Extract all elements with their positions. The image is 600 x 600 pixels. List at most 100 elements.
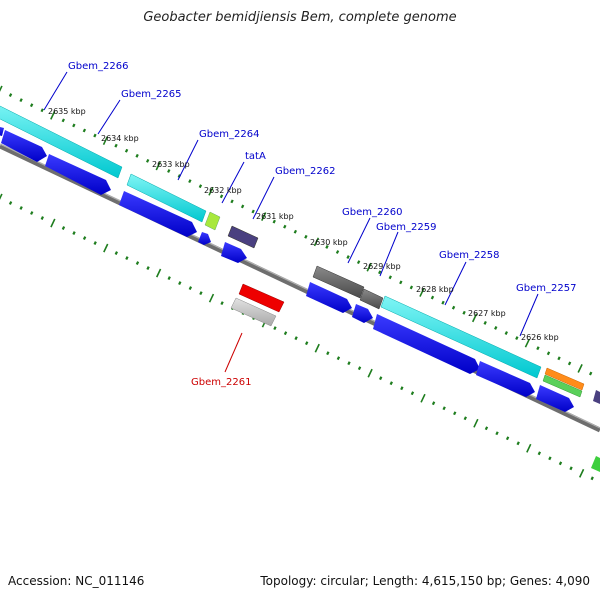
kbp-label: 2627 kbp: [468, 309, 506, 318]
gene-bar-gbem-2262[interactable]: [227, 225, 259, 249]
tick-mark: [167, 276, 171, 281]
tick-mark: [40, 216, 44, 220]
tick-mark: [483, 320, 487, 325]
feature-track: [0, 101, 600, 472]
tick-mark: [546, 351, 551, 356]
gene-label-gbem-2264[interactable]: Gbem_2264: [199, 129, 259, 140]
tick-mark: [29, 103, 34, 108]
tick-mark: [61, 226, 66, 230]
gene-label-gbem-2265[interactable]: Gbem_2265: [121, 89, 181, 100]
tick-mark: [198, 184, 203, 189]
kbp-label: 2633 kbp: [152, 160, 190, 169]
tick-mark: [536, 346, 540, 351]
gene-bar-gbem-2261-red[interactable]: [238, 283, 285, 313]
gene-label-gbem-2266[interactable]: Gbem_2266: [68, 61, 128, 72]
tick-mark: [261, 212, 267, 221]
tick-mark: [526, 443, 532, 453]
tick-mark: [453, 411, 457, 416]
gene-bar-gbem-2264[interactable]: [126, 173, 207, 223]
tick-mark: [557, 356, 561, 361]
tick-mark: [50, 110, 56, 120]
kbp-labels: 2635 kbp 2634 kbp 2633 kbp 2632 kbp 2631…: [48, 107, 559, 342]
tick-mark: [495, 431, 499, 436]
tick-mark: [346, 255, 350, 259]
gene-label-gbem-2262[interactable]: Gbem_2262: [275, 166, 335, 177]
cds-arrow-1[interactable]: [0, 126, 4, 136]
tick-mark: [451, 305, 456, 310]
tick-mark: [240, 204, 245, 209]
gene-bar-gbem-2258[interactable]: [380, 295, 542, 379]
tick-mark: [61, 118, 65, 123]
tick-mark: [82, 128, 87, 133]
tick-mark: [40, 108, 44, 113]
tick-mark: [220, 301, 224, 306]
tick-mark: [400, 386, 404, 391]
gene-bar-gbem-2261-gray[interactable]: [230, 297, 277, 327]
gene-label-gbem-2259[interactable]: Gbem_2259: [376, 222, 436, 233]
gene-bar-gbem-2257-green[interactable]: [542, 374, 583, 398]
kbp-label: 2630 kbp: [310, 238, 348, 247]
tick-mark: [366, 262, 372, 272]
accession-text: Accession: NC_011146: [8, 574, 145, 588]
tick-mark: [515, 336, 519, 341]
tick-mark: [524, 338, 531, 348]
tick-mark: [399, 280, 403, 285]
tick-mark: [177, 174, 181, 178]
tick-mark: [294, 336, 298, 341]
tick-mark: [420, 393, 426, 403]
tick-mark: [431, 401, 436, 406]
cds-arrow-11[interactable]: [536, 385, 574, 412]
tick-mark: [473, 418, 479, 428]
tick-mark: [577, 364, 583, 373]
gene-bar-gbem-2257-orange[interactable]: [544, 367, 585, 391]
tick-mark: [335, 250, 340, 254]
tick-mark: [114, 143, 118, 148]
gene-label-gbem-2257[interactable]: Gbem_2257: [516, 283, 576, 294]
tick-mark: [305, 341, 309, 346]
callout-gbem-2259: [379, 231, 399, 277]
gene-bar-gbem-2266[interactable]: [0, 101, 123, 179]
gene-label-gbem-2260[interactable]: Gbem_2260: [342, 207, 402, 218]
gene-bar-edge-purple[interactable]: [593, 390, 600, 404]
tick-mark: [471, 313, 478, 323]
cds-arrow-10[interactable]: [476, 361, 535, 397]
kbp-label: 2626 kbp: [521, 333, 559, 342]
gene-bar-tatA[interactable]: [204, 211, 221, 231]
cds-arrow-2[interactable]: [1, 130, 47, 162]
cds-arrow-4[interactable]: [119, 191, 197, 237]
kbp-label: 2632 kbp: [204, 186, 242, 195]
tick-mark: [548, 456, 552, 461]
tick-mark: [178, 281, 182, 286]
gene-label-gbem-2261[interactable]: Gbem_2261: [191, 377, 251, 388]
cds-arrow-6[interactable]: [221, 242, 247, 263]
cds-arrow-7[interactable]: [306, 282, 352, 313]
tick-mark: [410, 391, 415, 396]
tick-mark: [442, 406, 446, 411]
cds-arrow-9[interactable]: [373, 314, 480, 374]
tick-mark: [419, 288, 425, 297]
cds-arrow-8[interactable]: [352, 304, 373, 323]
gene-bar-gbem-2259[interactable]: [359, 288, 384, 310]
cds-arrow-3[interactable]: [45, 154, 111, 195]
tick-mark: [155, 161, 161, 171]
kbp-label: 2629 kbp: [363, 262, 401, 271]
tick-mark: [356, 260, 361, 265]
gene-bar-gbem-2260[interactable]: [312, 265, 365, 299]
tick-mark: [230, 199, 234, 204]
tick-mark: [516, 441, 520, 446]
tick-mark: [313, 237, 320, 247]
gene-bar-edge-green[interactable]: [591, 456, 600, 472]
callout-gbem-2258: [444, 261, 467, 306]
tick-mark: [102, 136, 109, 146]
tick-mark: [578, 468, 585, 478]
gene-label-gbem-2258[interactable]: Gbem_2258: [439, 250, 499, 261]
tick-mark: [19, 206, 23, 210]
tick-mark: [569, 466, 573, 471]
callout-gbem-2265: [97, 99, 121, 135]
callout-lines: [43, 71, 539, 373]
topology-summary: Topology: circular; Length: 4,615,150 bp…: [260, 574, 590, 588]
tick-mark: [558, 461, 563, 466]
cds-arrow-5[interactable]: [198, 232, 211, 245]
gene-label-tatA[interactable]: tatA: [245, 151, 266, 162]
